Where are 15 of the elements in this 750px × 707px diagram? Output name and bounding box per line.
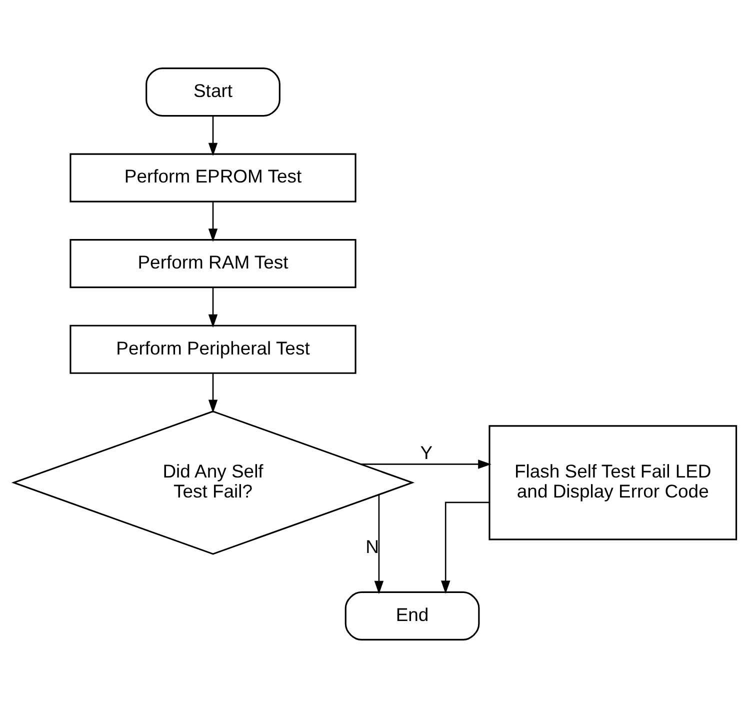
- arrow: [374, 494, 384, 594]
- arrow: [208, 287, 218, 328]
- arrow: [208, 115, 218, 156]
- edge-label: Y: [420, 442, 433, 463]
- arrow: [208, 372, 218, 413]
- arrow: [440, 501, 490, 594]
- node-box: Perform RAM Test: [70, 238, 356, 288]
- node-box: Perform EPROM Test: [70, 152, 356, 202]
- node-box: Flash Self Test Fail LED and Display Error Code: [488, 424, 738, 540]
- edge-label: N: [366, 536, 380, 557]
- arrow: [360, 459, 492, 468]
- node-box: Start: [146, 66, 280, 116]
- arrow: [208, 201, 218, 242]
- node-box: End: [344, 590, 480, 640]
- node-box: Perform Peripheral Test: [70, 324, 356, 374]
